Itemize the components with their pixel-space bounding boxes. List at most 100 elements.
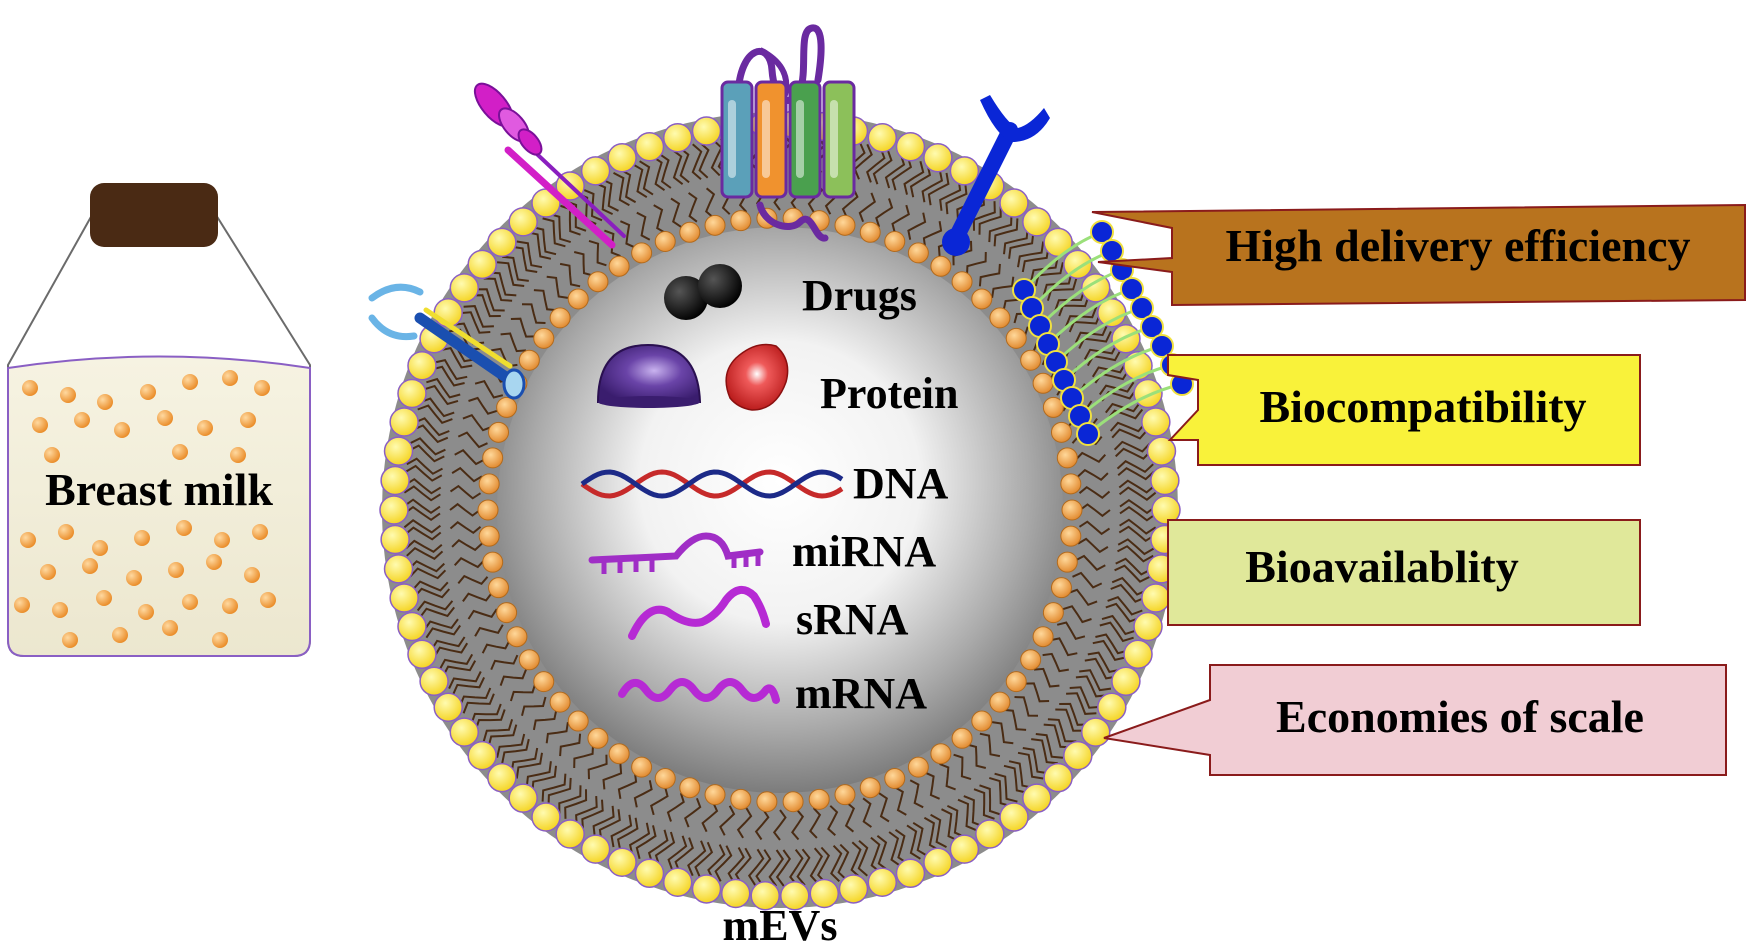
lipid-tail bbox=[502, 255, 529, 282]
milk-droplet bbox=[62, 632, 78, 648]
lipid-tail bbox=[521, 303, 546, 324]
lipid-head bbox=[662, 867, 693, 897]
lipid-head bbox=[380, 524, 410, 555]
lipid-tail bbox=[658, 153, 672, 189]
lipid-tail bbox=[857, 839, 869, 877]
lipid-tail bbox=[573, 744, 594, 769]
lipid-head bbox=[999, 802, 1029, 832]
lipid-tail bbox=[1109, 421, 1147, 433]
milk-droplet bbox=[254, 380, 270, 396]
milk-droplet bbox=[97, 394, 113, 410]
lipid-head bbox=[720, 878, 751, 909]
lipid-head bbox=[654, 768, 676, 790]
lipid-tail bbox=[481, 639, 511, 654]
lipid-head bbox=[867, 867, 898, 897]
lipid-tail bbox=[532, 226, 557, 256]
milk-droplet bbox=[60, 387, 76, 403]
lipid-head bbox=[834, 214, 856, 236]
lipid-head bbox=[1111, 323, 1141, 354]
mirna-icon bbox=[588, 532, 764, 574]
lipid-tail bbox=[403, 498, 441, 515]
lipid-tail bbox=[691, 143, 703, 181]
lipid-tail bbox=[876, 835, 889, 871]
lipid-head bbox=[951, 271, 973, 293]
lipid-tail bbox=[433, 358, 468, 381]
lipid-tail bbox=[448, 671, 482, 690]
lipid-tail bbox=[972, 201, 996, 231]
lipid-tail bbox=[827, 805, 839, 837]
lipid-tail bbox=[451, 539, 483, 552]
lipid-head bbox=[531, 802, 561, 832]
lipid-tail bbox=[953, 753, 972, 781]
milk-droplet bbox=[222, 370, 238, 386]
lipid-tail bbox=[927, 172, 950, 206]
lipid-head bbox=[587, 727, 609, 749]
milk-droplet bbox=[126, 570, 142, 586]
lipid-tail bbox=[416, 600, 454, 612]
lipid-tail bbox=[894, 828, 909, 865]
lipid-head bbox=[989, 691, 1011, 713]
lipid-tail bbox=[1062, 605, 1092, 624]
lipid-head bbox=[999, 188, 1029, 218]
lipid-tail bbox=[470, 703, 502, 725]
lipid-tail bbox=[816, 846, 831, 884]
lipid-tail bbox=[409, 567, 447, 580]
lipid-tail bbox=[1021, 246, 1050, 273]
lipid-head bbox=[1111, 666, 1141, 697]
lipid-head bbox=[654, 230, 676, 252]
lipid-tail bbox=[1058, 295, 1090, 317]
lipid-tail bbox=[837, 843, 850, 881]
lipid-tail bbox=[1078, 330, 1112, 349]
lipid-tail bbox=[468, 396, 498, 415]
milk-droplet bbox=[197, 420, 213, 436]
milk-droplet bbox=[168, 562, 184, 578]
lipid-tail bbox=[906, 824, 921, 860]
breast-milk-bottle: Breast milk bbox=[7, 183, 311, 657]
lipid-head bbox=[1063, 249, 1093, 280]
lipid-tail bbox=[678, 146, 690, 184]
lipid-head bbox=[704, 214, 726, 236]
lipid-head bbox=[608, 255, 630, 277]
lipid-tail bbox=[707, 844, 726, 881]
lipid-tail bbox=[872, 149, 893, 185]
lipid-tail bbox=[564, 789, 588, 819]
lipid-tail bbox=[688, 192, 698, 223]
lipid-tail bbox=[973, 788, 995, 820]
milk-droplet bbox=[240, 412, 256, 428]
lipid-tail bbox=[991, 721, 1014, 745]
lipid-tail bbox=[426, 377, 461, 399]
bottle-label: Breast milk bbox=[45, 464, 273, 515]
lipid-tail bbox=[636, 211, 651, 241]
lipid-tail bbox=[1068, 312, 1102, 333]
lipid-tail bbox=[462, 413, 493, 432]
lipid-tail bbox=[411, 580, 449, 592]
lipid-head bbox=[834, 784, 856, 806]
lipid-head bbox=[1020, 649, 1042, 671]
milk-droplet bbox=[244, 567, 260, 583]
lipid-tail bbox=[1035, 733, 1063, 759]
lipid-head bbox=[1042, 602, 1064, 624]
lipid-tail bbox=[768, 849, 785, 887]
lipid-head bbox=[580, 156, 611, 186]
lipid-tail bbox=[858, 192, 877, 223]
lipid-head bbox=[930, 255, 952, 277]
lipid-tail bbox=[694, 841, 714, 878]
raft-head bbox=[1140, 315, 1164, 339]
lipid-tail bbox=[1114, 564, 1151, 583]
lipid-tail bbox=[587, 754, 608, 780]
lipid-tail bbox=[451, 676, 486, 696]
lipid-tail bbox=[922, 221, 943, 248]
lipid-tail bbox=[966, 743, 987, 769]
lipid-head bbox=[383, 436, 414, 466]
lipid-tail bbox=[501, 738, 530, 764]
milk-droplet bbox=[212, 632, 228, 648]
lipid-tail bbox=[1024, 682, 1050, 703]
lipid-tail bbox=[870, 836, 882, 874]
lipid-head bbox=[496, 602, 518, 624]
lipid-tail bbox=[714, 845, 733, 882]
lipid-head bbox=[1133, 611, 1163, 642]
protein-red-icon bbox=[725, 343, 789, 411]
milk-droplet bbox=[230, 447, 246, 463]
lipid-head bbox=[691, 874, 722, 904]
